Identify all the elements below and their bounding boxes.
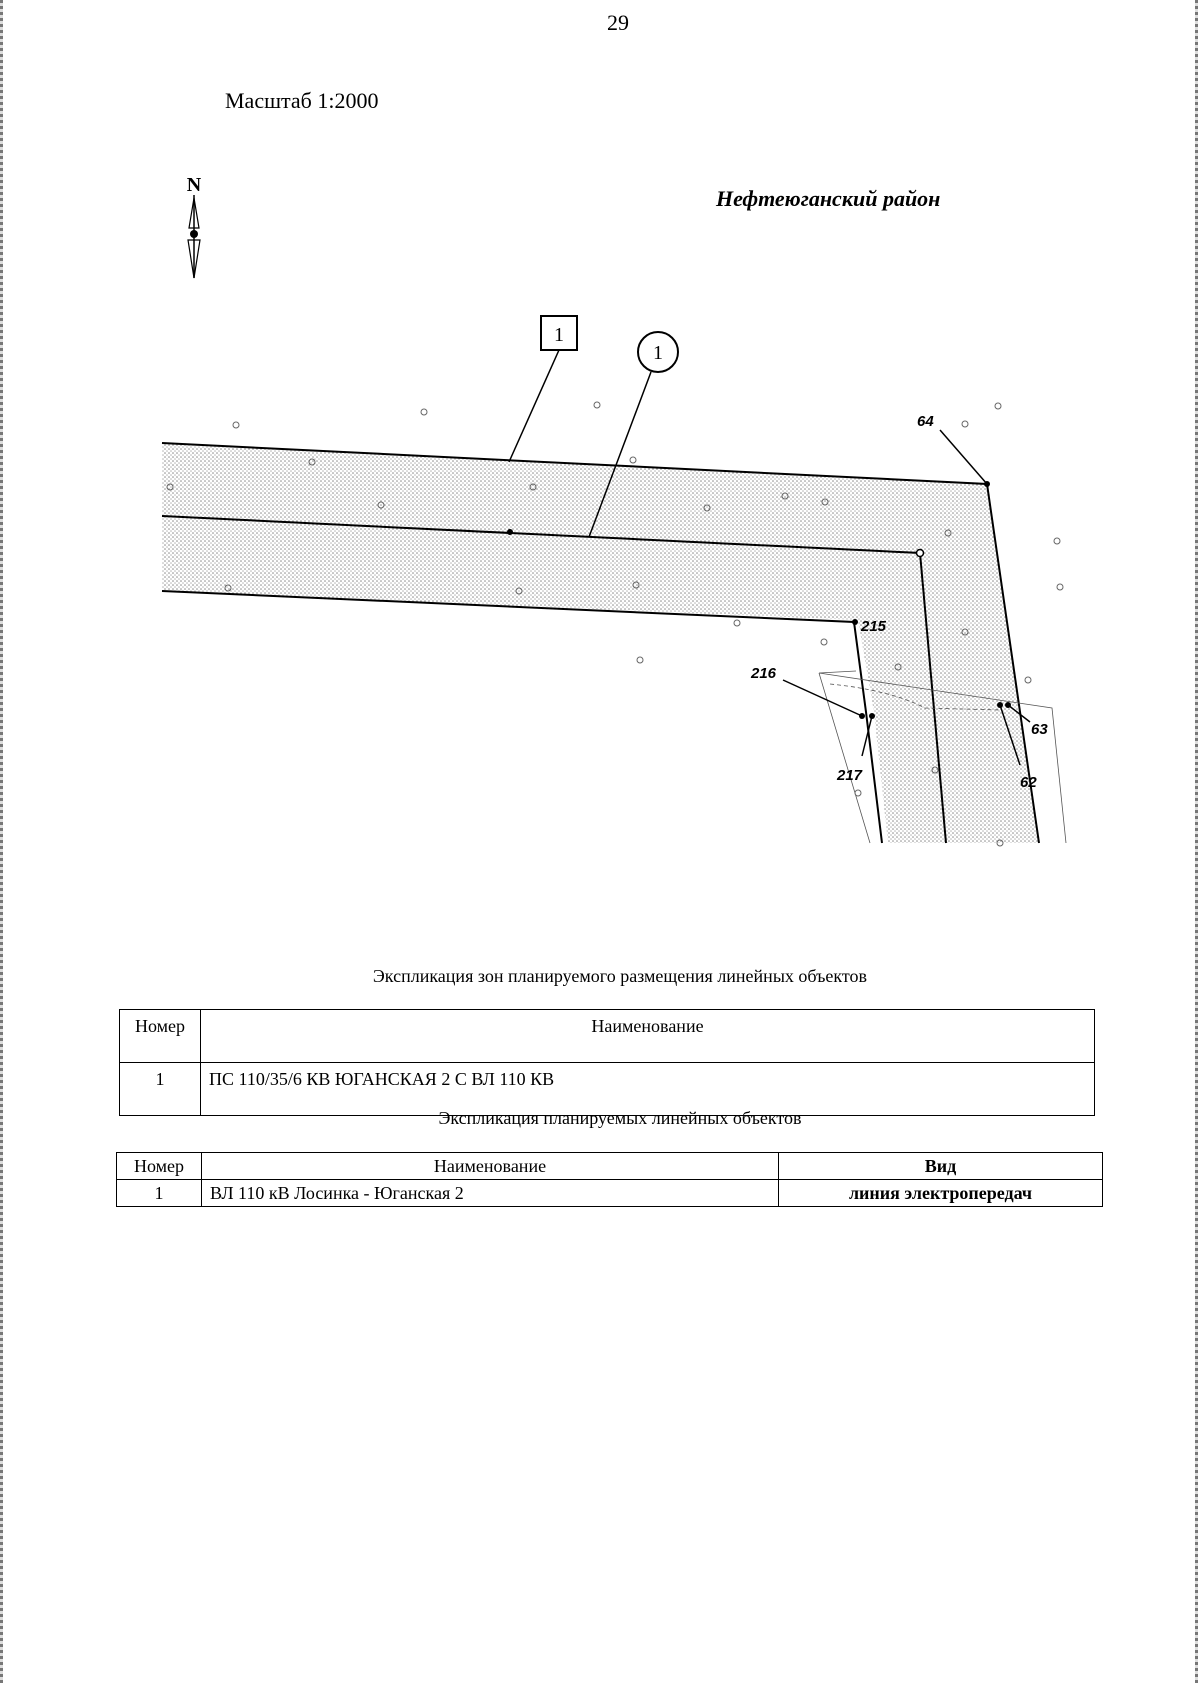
zones-explication-caption: Экспликация зон планируемого размещения … — [372, 966, 868, 986]
objects-explication-table: Номер Наименование Вид 1 ВЛ 110 кВ Лосин… — [116, 1152, 1103, 1207]
column-header: Вид — [778, 1152, 1103, 1180]
table-header-row: Номер Наименование — [119, 1009, 1095, 1063]
north-arrow-icon: N — [187, 174, 202, 279]
point-label: 64 — [917, 413, 934, 430]
point-leaders — [782, 429, 1031, 766]
table-cell: ПС 110/35/6 КВ ЮГАНСКАЯ 2 С ВЛ 110 КВ — [200, 1062, 1095, 1116]
column-header: Наименование — [201, 1152, 779, 1180]
table-cell: 1 — [116, 1179, 202, 1207]
table-header-row: Номер Наименование Вид — [116, 1152, 1103, 1180]
point-label: 217 — [836, 767, 863, 784]
district-name: Нефтеюганский район — [716, 186, 941, 211]
objects-explication-caption: Экспликация планируемых линейных объекто… — [438, 1108, 802, 1128]
column-header: Номер — [119, 1009, 201, 1063]
survey-markers — [166, 401, 1064, 847]
parcel-boundary — [818, 670, 1067, 844]
point-label: 215 — [860, 618, 887, 635]
left-scan-edge — [0, 0, 3, 1683]
point-label: 216 — [750, 665, 777, 682]
planned-zone-area — [162, 443, 1039, 843]
zone-label-square: 1 — [508, 315, 578, 463]
point-label: 63 — [1031, 721, 1048, 738]
table-cell: линия электропередач — [778, 1179, 1103, 1207]
object-label-circle: 1 — [588, 331, 679, 538]
table-row: 1 ВЛ 110 кВ Лосинка - Юганская 2 линия э… — [116, 1179, 1103, 1207]
column-header: Номер — [116, 1152, 202, 1180]
point-label: 62 — [1020, 774, 1037, 791]
object-label-text: 1 — [653, 342, 663, 364]
zones-explication-table: Номер Наименование 1 ПС 110/35/6 КВ ЮГАН… — [119, 1009, 1095, 1116]
table-row: 1 ПС 110/35/6 КВ ЮГАНСКАЯ 2 С ВЛ 110 КВ — [119, 1062, 1095, 1116]
zone-label-text: 1 — [554, 324, 564, 346]
page-number: 29 — [607, 10, 629, 35]
north-label: N — [187, 174, 202, 196]
dashed-boundary — [829, 683, 1001, 711]
map-drawing: N — [161, 174, 1067, 847]
table-cell: ВЛ 110 кВ Лосинка - Юганская 2 — [201, 1179, 779, 1207]
table-cell: 1 — [119, 1062, 201, 1116]
right-scan-edge — [1195, 0, 1198, 1683]
zone-boundary-inner — [161, 590, 883, 844]
column-header: Наименование — [200, 1009, 1095, 1063]
map-scale: Масштаб 1:2000 — [225, 88, 379, 113]
